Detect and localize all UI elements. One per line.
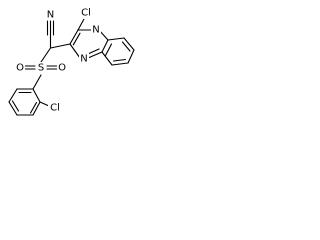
sulfonyl-o-right-label: O <box>58 63 66 74</box>
bonds <box>8 18 135 116</box>
chemical-structure: N Cl N N S O O Cl <box>8 8 135 116</box>
bond-c2-c3 <box>69 29 79 45</box>
bond-c4a-c5 <box>107 37 125 41</box>
quinoxaline-cl-label: Cl <box>81 8 91 19</box>
bond-n1-c2 <box>69 43 81 59</box>
bond-ar-4-5 <box>8 101 18 116</box>
bond-c4a-c8a <box>101 39 109 53</box>
bond-c7-c8 <box>111 62 129 66</box>
aryl-cl-label: Cl <box>50 103 60 114</box>
bond-c8a-n1-double <box>88 48 100 55</box>
bond-c4a-c8a-double <box>104 43 113 57</box>
bond-ar-2-3 <box>32 101 41 116</box>
bond-s-to-aryl <box>32 74 42 90</box>
bond-ar-5-6 <box>8 88 18 103</box>
bond-ar-cl <box>39 101 50 107</box>
sulfonyl-s-label: S <box>38 63 44 74</box>
bond-ar-4-5-double <box>11 100 20 112</box>
atom-labels: N Cl N N S O O Cl <box>15 8 101 114</box>
bond-ch-to-c2 <box>49 43 71 49</box>
sulfonyl-o-left-label: O <box>16 63 24 74</box>
nitrile-n-label: N <box>47 10 54 21</box>
bond-c7-c8-double <box>112 58 127 62</box>
bond-c8-c8a <box>101 51 113 66</box>
ring-n-top-label: N <box>92 25 99 36</box>
bond-c3-cl <box>77 18 85 31</box>
bond-c8a-n1 <box>87 51 103 59</box>
bond-c6-c7 <box>127 49 135 64</box>
bond-c5-c6-double <box>121 41 131 52</box>
bond-c2-c3-double <box>72 32 81 46</box>
bond-ch-to-s <box>40 47 52 63</box>
bond-c5-c6 <box>123 37 135 51</box>
bond-ar-2-3-double <box>29 101 38 114</box>
ring-n-bottom-label: N <box>80 54 87 65</box>
bond-ar-1-2 <box>32 88 41 103</box>
